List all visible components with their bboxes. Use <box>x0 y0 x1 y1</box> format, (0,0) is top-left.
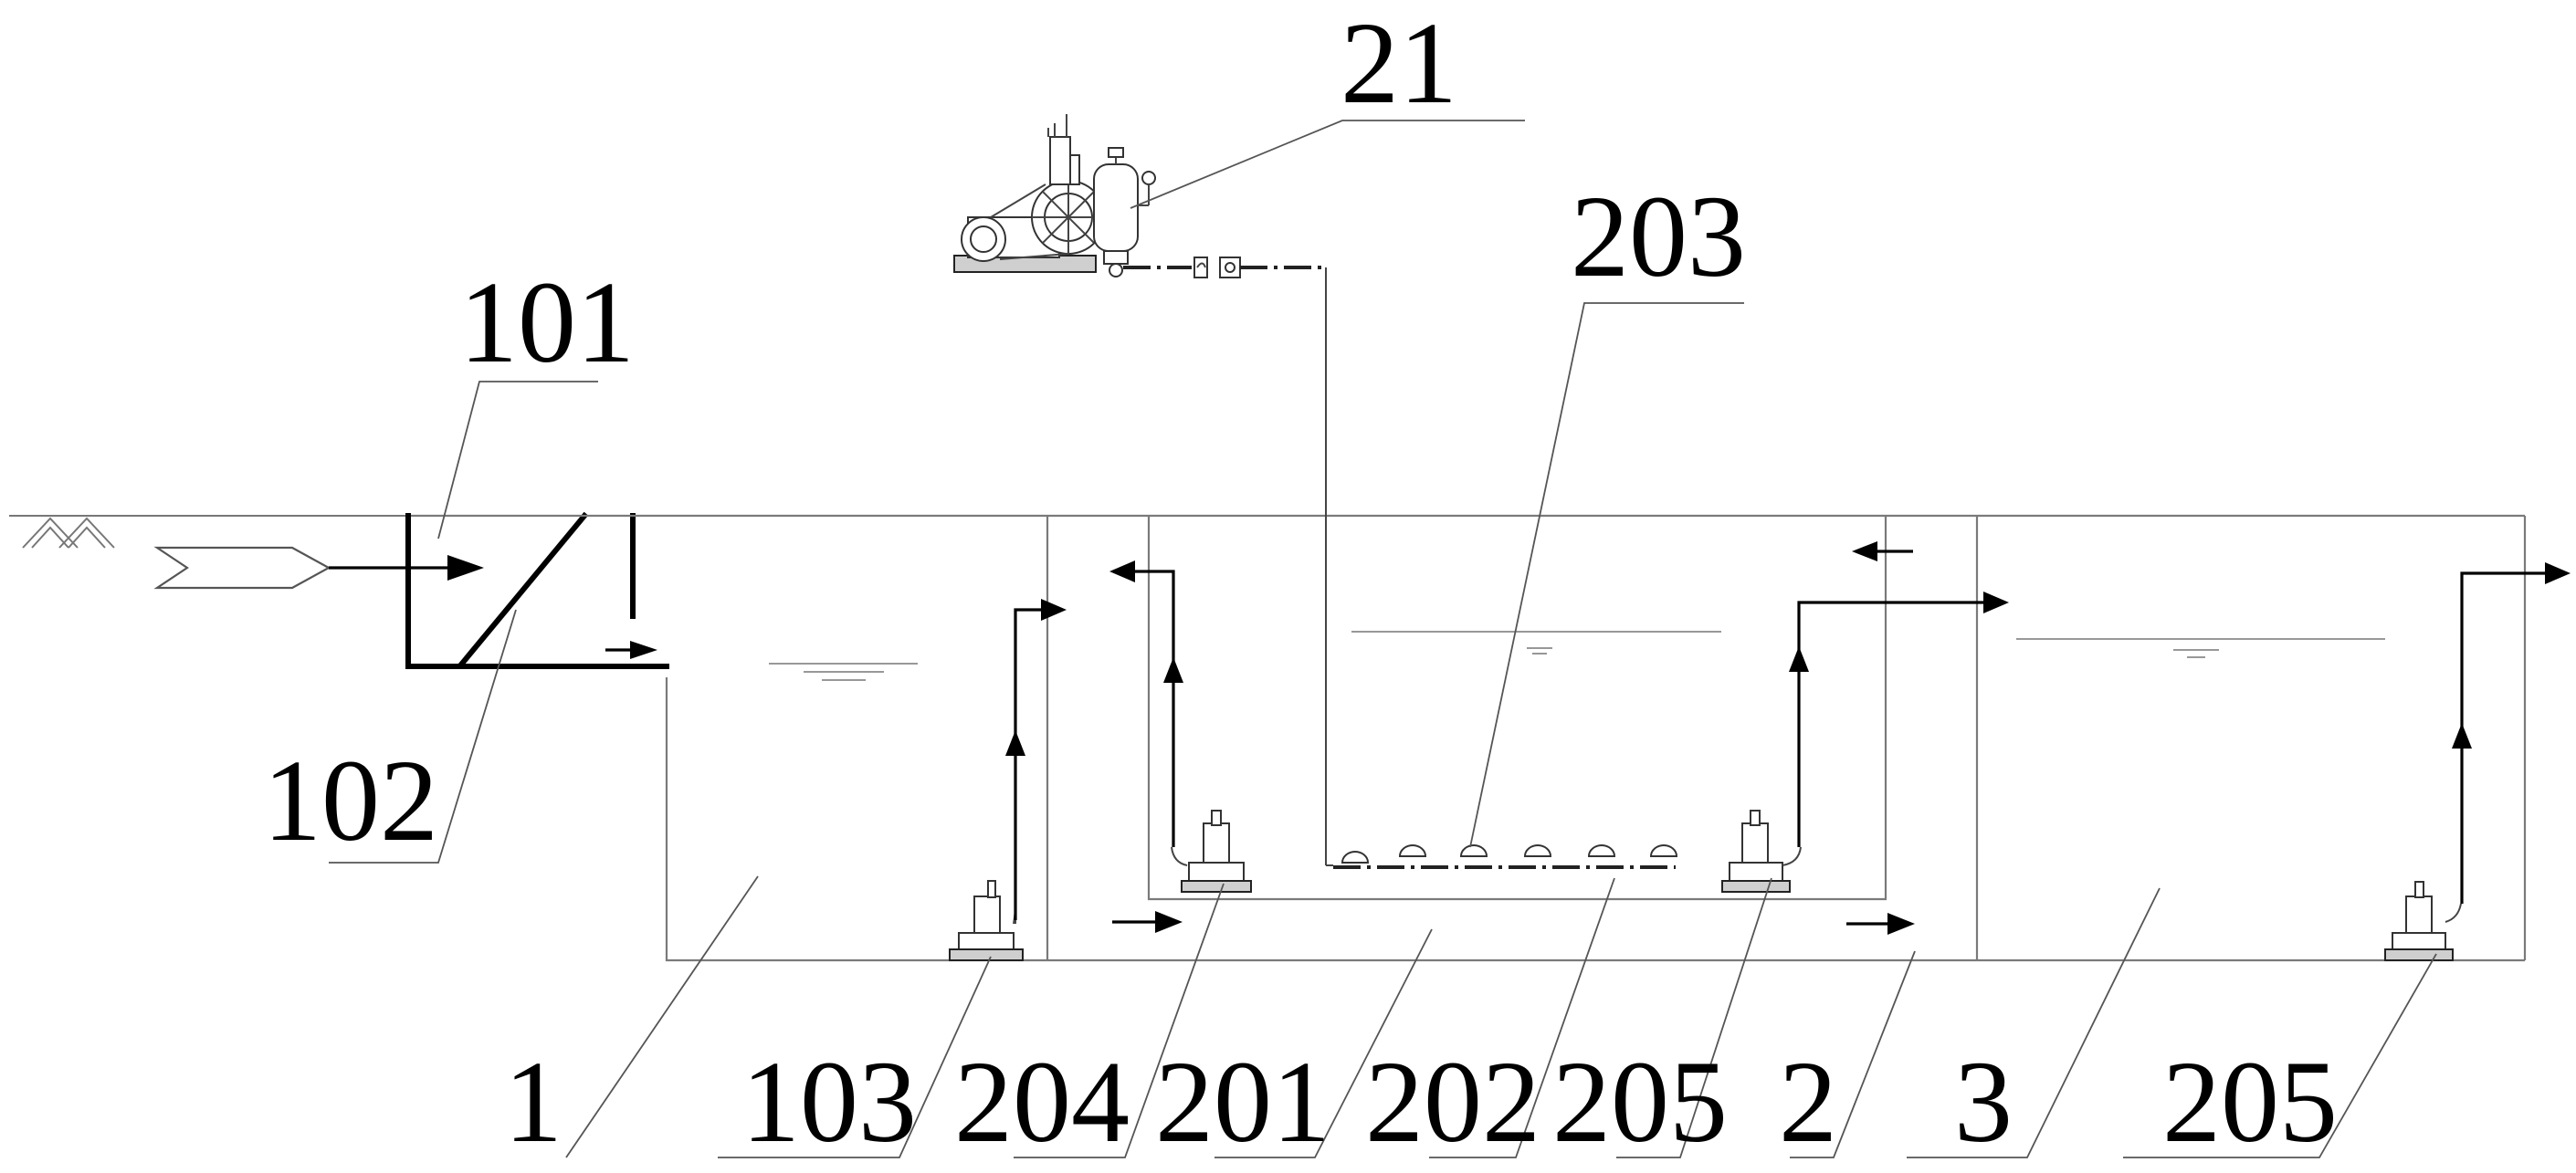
flow-arrow-205 <box>1789 592 2009 847</box>
label-205-tank3: 205 <box>2162 1037 2338 1167</box>
label-1: 1 <box>504 1037 563 1167</box>
label-21: 21 <box>1341 0 1457 128</box>
label-3: 3 <box>1954 1037 2013 1167</box>
pump-205-tank3-icon <box>2384 881 2462 961</box>
label-101: 101 <box>459 257 635 387</box>
flow-arrow-lower-left <box>1112 911 1183 933</box>
aeration-diffusers <box>1341 844 1678 864</box>
blower-21-icon <box>953 114 1241 278</box>
leader-lines <box>329 120 2437 1158</box>
return-arrow-top <box>1852 541 1913 561</box>
pump-205-tank2-icon <box>1721 810 1802 893</box>
pump-204-icon <box>1171 810 1252 893</box>
tank-1 <box>665 516 1049 962</box>
label-103: 103 <box>741 1037 917 1167</box>
label-202: 202 <box>1365 1037 1540 1167</box>
screen-channel <box>405 511 669 669</box>
air-pipe <box>1123 266 1676 869</box>
inflow-symbol-icon <box>153 546 331 590</box>
label-203: 203 <box>1571 172 1746 301</box>
inflow-arrow <box>329 555 484 581</box>
ground-hatch-icon <box>9 515 411 549</box>
label-2: 2 <box>1779 1037 1837 1167</box>
label-102: 102 <box>263 736 438 865</box>
pump-103-icon <box>949 880 1024 961</box>
tank-3 <box>1977 638 2525 962</box>
label-201: 201 <box>1155 1037 1330 1167</box>
flow-arrow-lower-right <box>1846 913 1915 935</box>
tank-2 <box>1047 516 1979 962</box>
label-205-tank2: 205 <box>1552 1037 1728 1167</box>
flow-arrow-103 <box>1005 599 1067 920</box>
flow-arrow-tank3-out <box>2452 562 2571 904</box>
label-204: 204 <box>954 1037 1130 1167</box>
flow-arrow-204 <box>1109 560 1183 847</box>
